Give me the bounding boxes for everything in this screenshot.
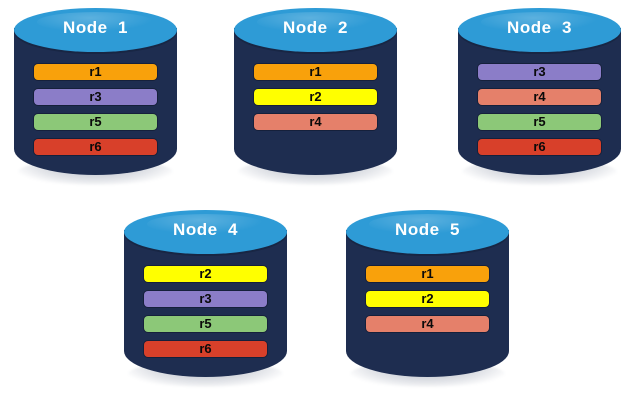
- node-cylinder-1[interactable]: Node 1 r1 r3 r5 r6: [8, 6, 183, 191]
- record-bar[interactable]: r5: [478, 114, 601, 130]
- record-bar[interactable]: r4: [366, 316, 489, 332]
- node-cylinder-5[interactable]: Node 5 r1 r2 r4: [340, 208, 515, 393]
- node-label: Node 3: [507, 18, 572, 37]
- record-list: r3 r4 r5 r6: [478, 64, 601, 155]
- record-bar[interactable]: r2: [144, 266, 267, 282]
- record-bar[interactable]: r4: [478, 89, 601, 105]
- record-bar[interactable]: r2: [254, 89, 377, 105]
- node-label: Node 2: [283, 18, 348, 37]
- node-label: Node 5: [395, 220, 460, 239]
- record-bar[interactable]: r5: [34, 114, 157, 130]
- record-bar[interactable]: r6: [478, 139, 601, 155]
- record-bar[interactable]: r2: [366, 291, 489, 307]
- record-list: r1 r2 r4: [366, 266, 489, 332]
- record-bar[interactable]: r3: [144, 291, 267, 307]
- record-bar[interactable]: r5: [144, 316, 267, 332]
- record-list: r1 r2 r4: [254, 64, 377, 130]
- node-label: Node 1: [63, 18, 128, 37]
- node-cylinder-3[interactable]: Node 3 r3 r4 r5 r6: [452, 6, 627, 191]
- node-label: Node 4: [173, 220, 238, 239]
- record-bar[interactable]: r3: [478, 64, 601, 80]
- node-cylinder-2[interactable]: Node 2 r1 r2 r4: [228, 6, 403, 191]
- record-list: r1 r3 r5 r6: [34, 64, 157, 155]
- record-bar[interactable]: r3: [34, 89, 157, 105]
- record-bar[interactable]: r6: [144, 341, 267, 357]
- record-bar[interactable]: r1: [34, 64, 157, 80]
- record-bar[interactable]: r6: [34, 139, 157, 155]
- record-bar[interactable]: r1: [366, 266, 489, 282]
- record-list: r2 r3 r5 r6: [144, 266, 267, 357]
- node-cylinder-4[interactable]: Node 4 r2 r3 r5 r6: [118, 208, 293, 393]
- record-bar[interactable]: r4: [254, 114, 377, 130]
- record-bar[interactable]: r1: [254, 64, 377, 80]
